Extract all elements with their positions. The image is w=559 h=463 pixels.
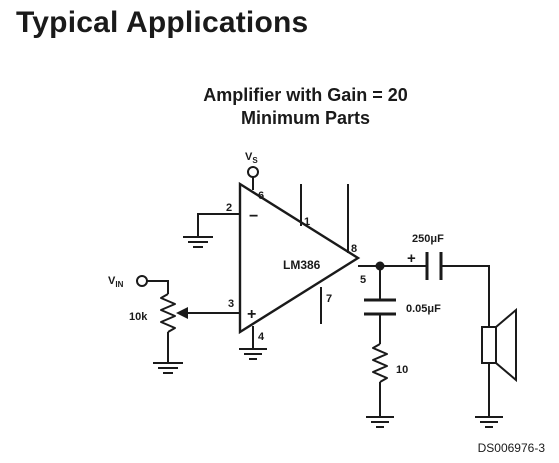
ground-icon: [366, 416, 394, 428]
speaker-wire: [441, 265, 490, 327]
pin-5-label: 5: [360, 274, 366, 286]
pin-8-label: 8: [351, 243, 357, 255]
pin-3-label: 3: [228, 298, 234, 310]
input-label: VIN: [108, 275, 124, 289]
output-capacitor-icon: 250μF +: [407, 233, 444, 280]
input-terminal: VIN: [108, 275, 169, 294]
supply-label: VS: [245, 151, 258, 165]
pin-7-label: 7: [326, 293, 332, 305]
resistor-value: 10: [396, 364, 408, 376]
speaker-icon: [481, 307, 517, 383]
pin-6-label: 6: [258, 190, 264, 202]
pin-4-label: 4: [258, 331, 265, 343]
resistor-icon: 10: [366, 343, 408, 428]
diagram-title: Amplifier with Gain = 20 Minimum Parts: [0, 84, 559, 130]
ground-icon: [153, 362, 183, 374]
pin-4-ground: 4: [239, 326, 267, 360]
document-id: DS006976-3: [477, 441, 545, 455]
op-amp-icon: LM386 − +: [238, 181, 361, 335]
amp-label: LM386: [283, 258, 321, 272]
noninverting-sign: +: [247, 306, 256, 323]
pot-value: 10k: [129, 311, 148, 323]
ground-icon: [183, 236, 213, 248]
potentiometer-icon: 10k 3: [129, 293, 240, 374]
output-cap-value: 250μF: [412, 233, 444, 245]
pin-1-label: 1: [304, 216, 310, 228]
inverting-sign: −: [249, 208, 258, 225]
diagram-title-line-2: Minimum Parts: [240, 108, 371, 128]
bypass-capacitor-icon: 0.05μF: [364, 266, 441, 344]
ground-icon: [239, 348, 267, 360]
pin-2-label: 2: [226, 202, 232, 214]
cap-polarity: +: [407, 250, 416, 267]
bypass-cap-value: 0.05μF: [406, 303, 441, 315]
ground-icon: [475, 416, 503, 428]
diagram-title-line-1: Amplifier with Gain = 20: [203, 85, 408, 105]
inverting-input-ground: 2: [183, 202, 240, 248]
supply-terminal: VS 6: [245, 151, 264, 202]
page-title: Typical Applications: [16, 6, 309, 39]
wiper-arrow: [176, 307, 188, 319]
